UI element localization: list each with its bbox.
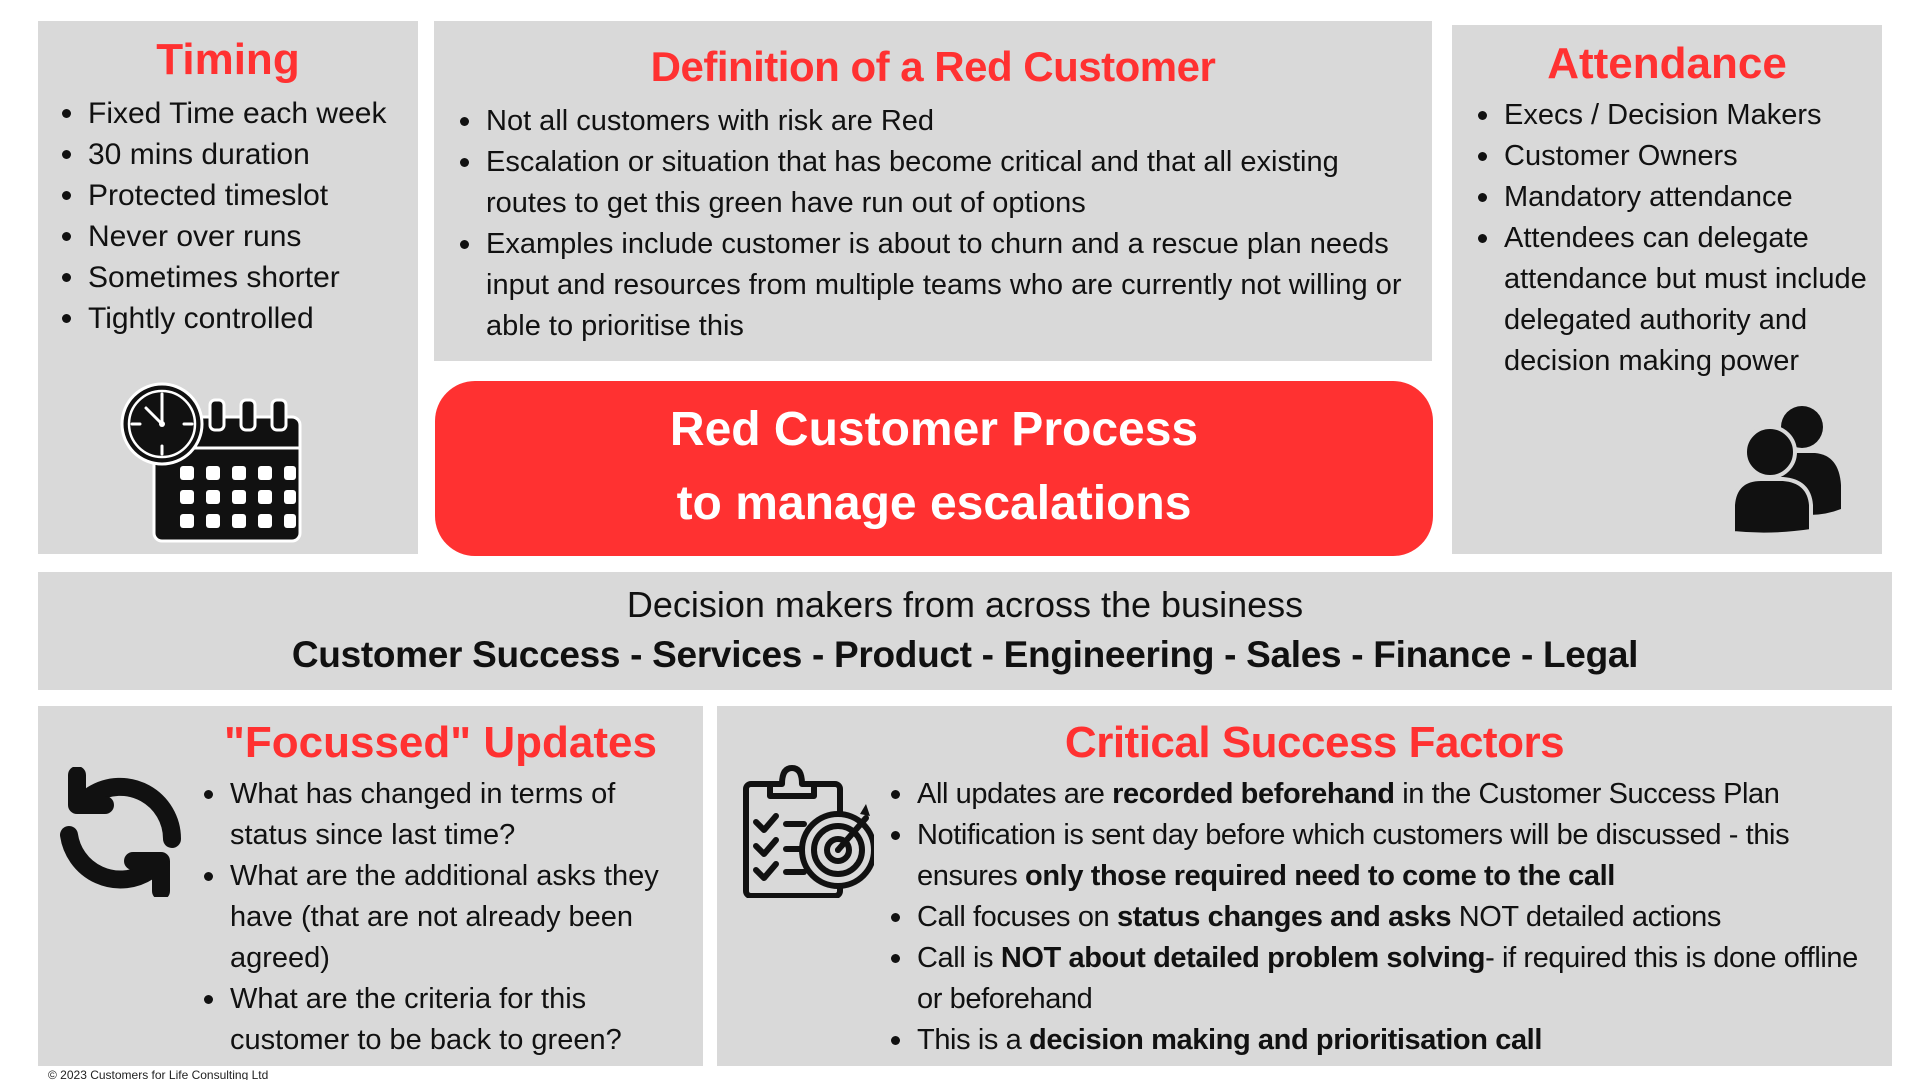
list-item: 30 mins duration — [58, 134, 386, 175]
list-item: What are the criteria for this customer … — [200, 979, 693, 1061]
list-item: This is a decision making and prioritisa… — [887, 1020, 1886, 1061]
band-subtitle: Decision makers from across the business — [626, 584, 1304, 625]
list-item: Never over runs — [58, 216, 386, 257]
attendance-panel: Attendance Execs / Decision Makers Custo… — [1452, 25, 1882, 554]
copyright-footer: © 2023 Customers for Life Consulting Ltd — [48, 1068, 269, 1080]
list-item: Tightly controlled — [58, 298, 386, 339]
csf-list: All updates are recorded beforehand in t… — [887, 774, 1886, 1061]
clock-calendar-icon — [120, 382, 302, 543]
critical-success-factors-panel: Critical Success Factors All updates are… — [717, 706, 1892, 1066]
updates-title: "Focussed" Updates — [224, 718, 657, 767]
focussed-updates-panel: "Focussed" Updates What has changed in t… — [38, 706, 703, 1066]
list-item: All updates are recorded beforehand in t… — [887, 774, 1886, 815]
list-item: Examples include customer is about to ch… — [456, 224, 1418, 347]
list-item: What are the additional asks they have (… — [200, 856, 693, 979]
list-item: What has changed in terms of status sinc… — [200, 774, 693, 856]
decision-makers-band: Decision makers from across the business… — [38, 572, 1892, 690]
definition-list: Not all customers with risk are Red Esca… — [456, 101, 1418, 347]
clipboard-target-icon — [743, 765, 874, 898]
band-departments: Customer Success - Services - Product - … — [291, 634, 1639, 675]
list-item: Call is NOT about detailed problem solvi… — [887, 938, 1886, 1020]
list-item: Protected timeslot — [58, 175, 386, 216]
list-item: Attendees can delegate attendance but mu… — [1474, 218, 1872, 382]
timing-title: Timing — [156, 35, 300, 84]
csf-title: Critical Success Factors — [1064, 718, 1565, 767]
list-item: Mandatory attendance — [1474, 177, 1872, 218]
definition-title: Definition of a Red Customer — [650, 43, 1216, 90]
attendance-list: Execs / Decision Makers Customer Owners … — [1474, 95, 1872, 382]
hero-line-1: Red Customer Process — [669, 403, 1199, 456]
timing-panel: Timing Fixed Time each week 30 mins dura… — [38, 21, 418, 554]
attendance-title: Attendance — [1547, 39, 1787, 88]
list-item: Not all customers with risk are Red — [456, 101, 1418, 142]
refresh-icon — [60, 767, 182, 897]
list-item: Execs / Decision Makers — [1474, 95, 1872, 136]
people-icon — [1731, 406, 1841, 533]
hero-line-2: to manage escalations — [676, 477, 1192, 530]
list-item: Sometimes shorter — [58, 257, 386, 298]
list-item: Call focuses on status changes and asks … — [887, 897, 1886, 938]
list-item: Fixed Time each week — [58, 93, 386, 134]
process-title-banner: Red Customer Process to manage escalatio… — [435, 381, 1433, 556]
definition-panel: Definition of a Red Customer Not all cus… — [434, 21, 1432, 361]
list-item: Notification is sent day before which cu… — [887, 815, 1886, 897]
list-item: Escalation or situation that has become … — [456, 142, 1418, 224]
list-item: Customer Owners — [1474, 136, 1872, 177]
updates-list: What has changed in terms of status sinc… — [200, 774, 693, 1061]
timing-list: Fixed Time each week 30 mins duration Pr… — [58, 93, 386, 339]
